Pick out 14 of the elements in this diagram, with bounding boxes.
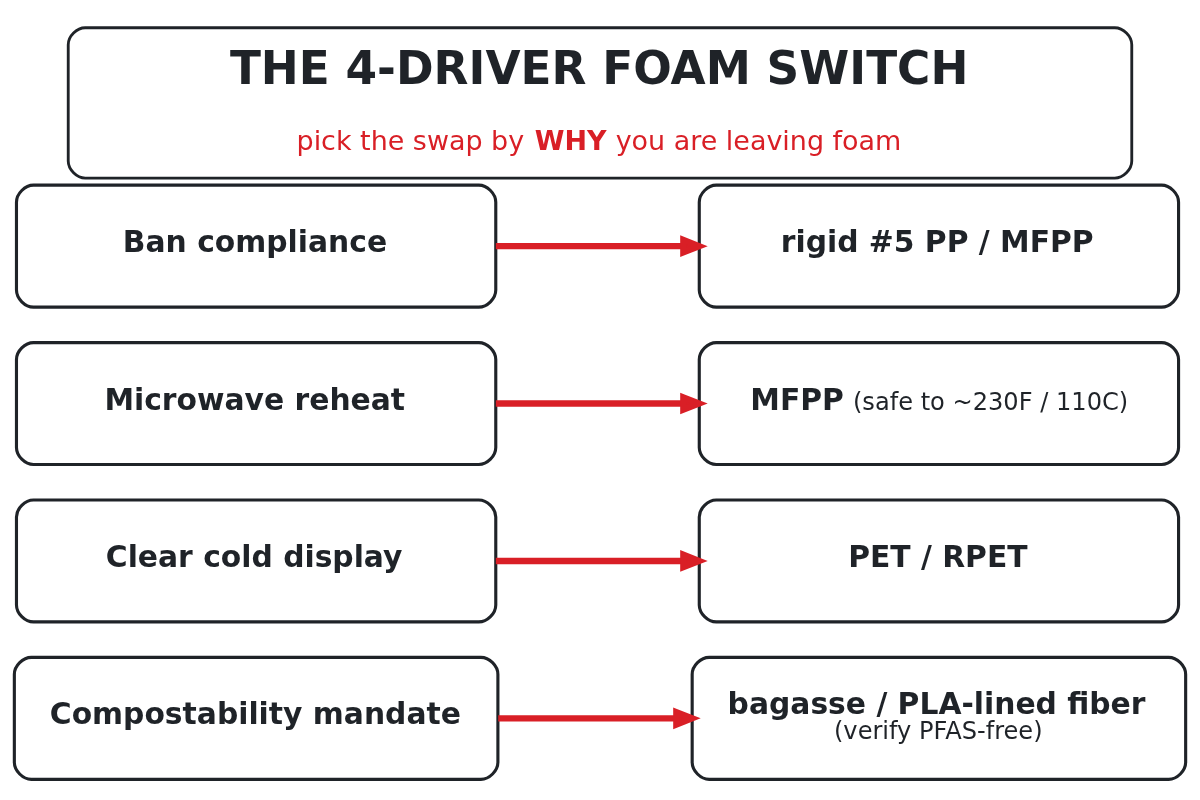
caption: pick the swap by WHY you are leaving foam [296, 125, 902, 156]
arrow [495, 235, 708, 257]
node-box: Clear cold display [14, 498, 498, 624]
arrow [498, 707, 701, 730]
node-box: Compostability mandate [12, 655, 500, 781]
node-box: MFPP (safe to ~230F / 110C) [697, 341, 1181, 467]
node-box: bagasse / PLA-lined fiber (verify PFAS-free) [690, 655, 1188, 781]
node-box: PET / RPET [697, 498, 1181, 624]
node-box: Ban compliance [14, 183, 498, 309]
arrow [495, 392, 708, 415]
arrow [495, 550, 708, 572]
node-box: rigid #5 PP / MFPP [697, 183, 1181, 309]
node-box: Microwave reheat [14, 341, 498, 467]
diagram-title: THE 4-DRIVER FOAM SWITCH [229, 41, 969, 95]
